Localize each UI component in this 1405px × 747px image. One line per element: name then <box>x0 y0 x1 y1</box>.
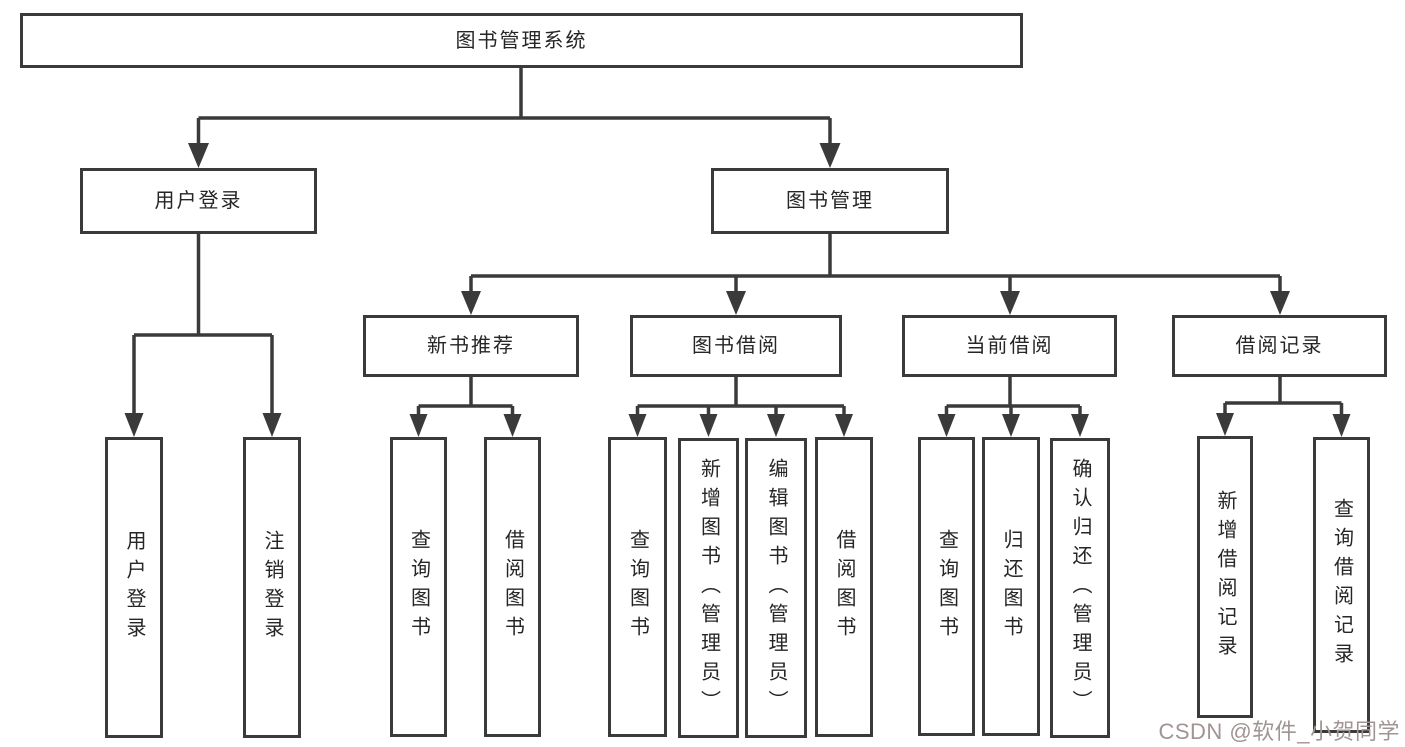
leaf-user-login: 用户登录 <box>105 437 163 738</box>
leaf-add-borrow-record: 新增借阅记录 <box>1197 436 1253 718</box>
csdn-watermark: CSDN @软件_小贺同学 <box>1158 719 1400 744</box>
node-new-book-recommend: 新书推荐 <box>363 315 579 377</box>
leaf-borrow-book: 借阅图书 <box>815 437 873 737</box>
node-user-login: 用户登录 <box>80 168 317 234</box>
leaf-add-book-admin: 新增图书（管理员） <box>678 438 739 738</box>
leaf-logout: 注销登录 <box>243 437 301 738</box>
leaf-confirm-return-admin: 确认归还（管理员） <box>1050 438 1110 738</box>
node-book-borrow: 图书借阅 <box>630 315 842 377</box>
node-borrow-record: 借阅记录 <box>1172 315 1387 377</box>
leaf-edit-book-admin: 编辑图书（管理员） <box>745 438 807 738</box>
leaf-newbook-query-book: 查询图书 <box>390 437 447 737</box>
leaf-return-book: 归还图书 <box>982 437 1040 736</box>
leaf-borrow-query-book: 查询图书 <box>608 437 667 737</box>
node-library-management-system: 图书管理系统 <box>20 13 1023 68</box>
leaf-query-borrow-record: 查询借阅记录 <box>1313 437 1370 733</box>
node-book-management: 图书管理 <box>711 168 949 234</box>
node-current-borrow: 当前借阅 <box>902 315 1117 377</box>
leaf-newbook-borrow-book: 借阅图书 <box>484 437 541 737</box>
leaf-current-query-book: 查询图书 <box>918 437 975 736</box>
